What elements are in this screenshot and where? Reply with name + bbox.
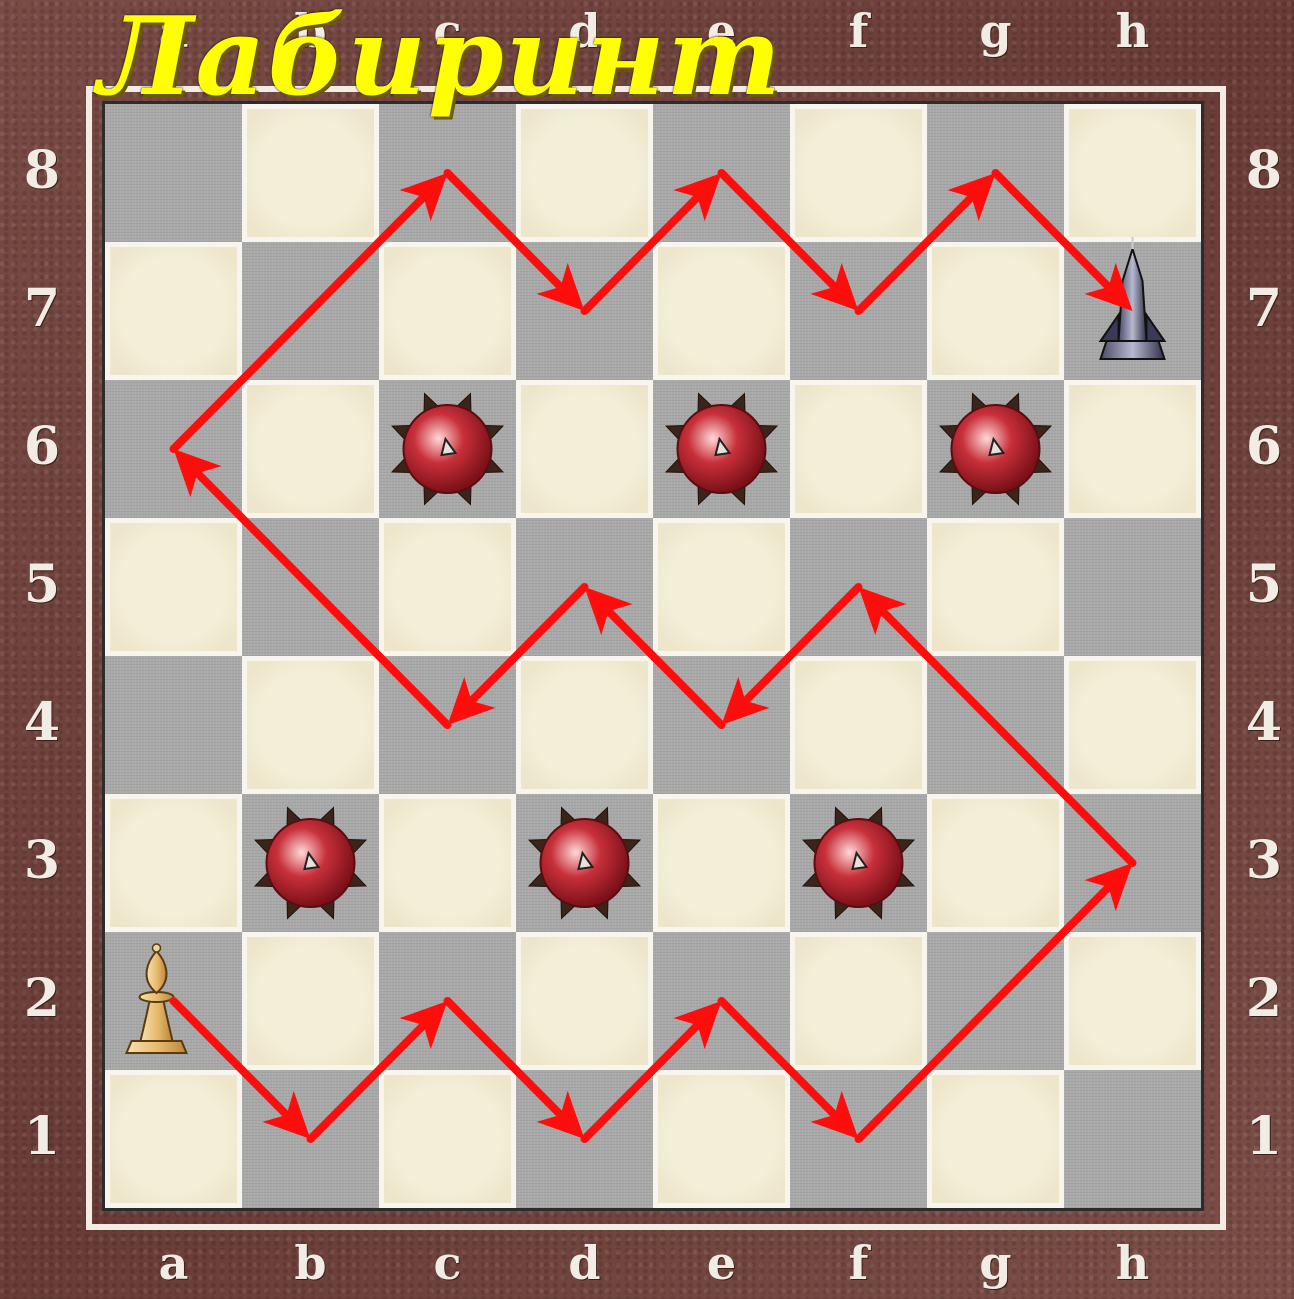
page-title: Лабиринт (98, 0, 783, 120)
path-arrow (859, 173, 996, 311)
bishop-icon[interactable] (127, 944, 187, 1053)
mine-icon (803, 808, 914, 919)
mine-icon (255, 808, 366, 919)
path-arrow (174, 1001, 311, 1139)
path-arrow (722, 587, 859, 725)
path-arrow (859, 863, 1133, 1139)
mine-icon (392, 394, 503, 505)
path-arrow (585, 587, 722, 725)
path-arrow (448, 173, 585, 311)
path-arrow (585, 173, 722, 311)
path-arrow (311, 1001, 448, 1139)
path-arrow (722, 173, 859, 311)
mine-icon (529, 808, 640, 919)
path-arrow (722, 1001, 859, 1139)
mine-icon (940, 394, 1051, 505)
path-arrow (996, 173, 1133, 311)
path-arrow (174, 173, 448, 449)
path-arrow (448, 1001, 585, 1139)
path-arrow (174, 449, 448, 725)
mine-icon (666, 394, 777, 505)
path-arrow (448, 587, 585, 725)
path-arrow (859, 587, 1133, 863)
path-arrow (585, 1001, 722, 1139)
